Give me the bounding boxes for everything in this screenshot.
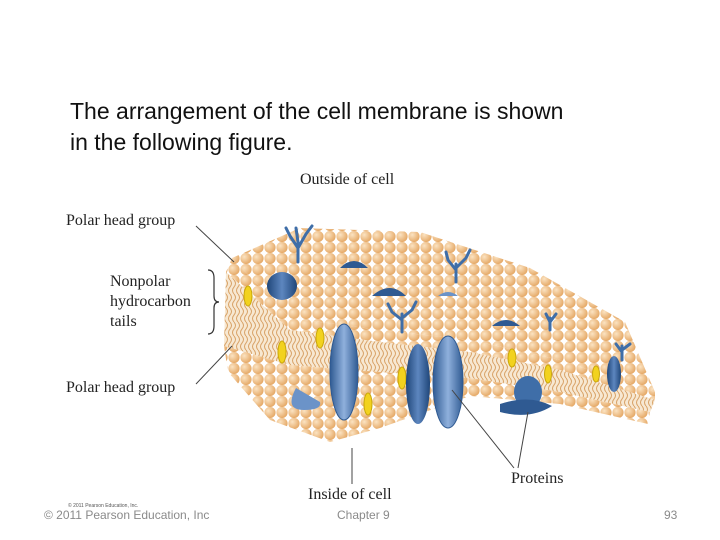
cholesterol-molecules [243,285,600,416]
footer-copyright: © 2011 Pearson Education, Inc [44,508,210,522]
label-nonpolar-line-2: hydrocarbon [110,293,191,310]
integral-proteins [291,323,621,429]
label-outside-of-cell: Outside of cell [300,171,395,188]
label-nonpolar-line-1: Nonpolar [110,273,171,290]
label-proteins: Proteins [511,470,564,487]
label-polar-head-group-bottom: Polar head group [66,379,176,396]
label-nonpolar-line-3: tails [110,313,137,330]
label-inside-of-cell: Inside of cell [308,486,392,503]
slide-text: The arrangement of the cell membrane is … [70,96,690,158]
carbohydrate-chains [284,224,632,362]
slide-text-line-1: The arrangement of the cell membrane is … [70,98,564,124]
label-polar-head-group-top: Polar head group [66,212,176,229]
tails-brace [207,269,220,335]
peripheral-proteins-top [267,261,520,326]
footer-page-number: 93 [664,508,678,522]
top-surface [232,228,655,392]
pointer-lines [195,225,529,484]
footer-chapter: Chapter 9 [337,508,390,522]
figure-credit: © 2011 Pearson Education, Inc. [68,503,139,509]
slide-text-line-2: in the following figure. [70,129,293,155]
front-upper-heads [226,258,655,400]
